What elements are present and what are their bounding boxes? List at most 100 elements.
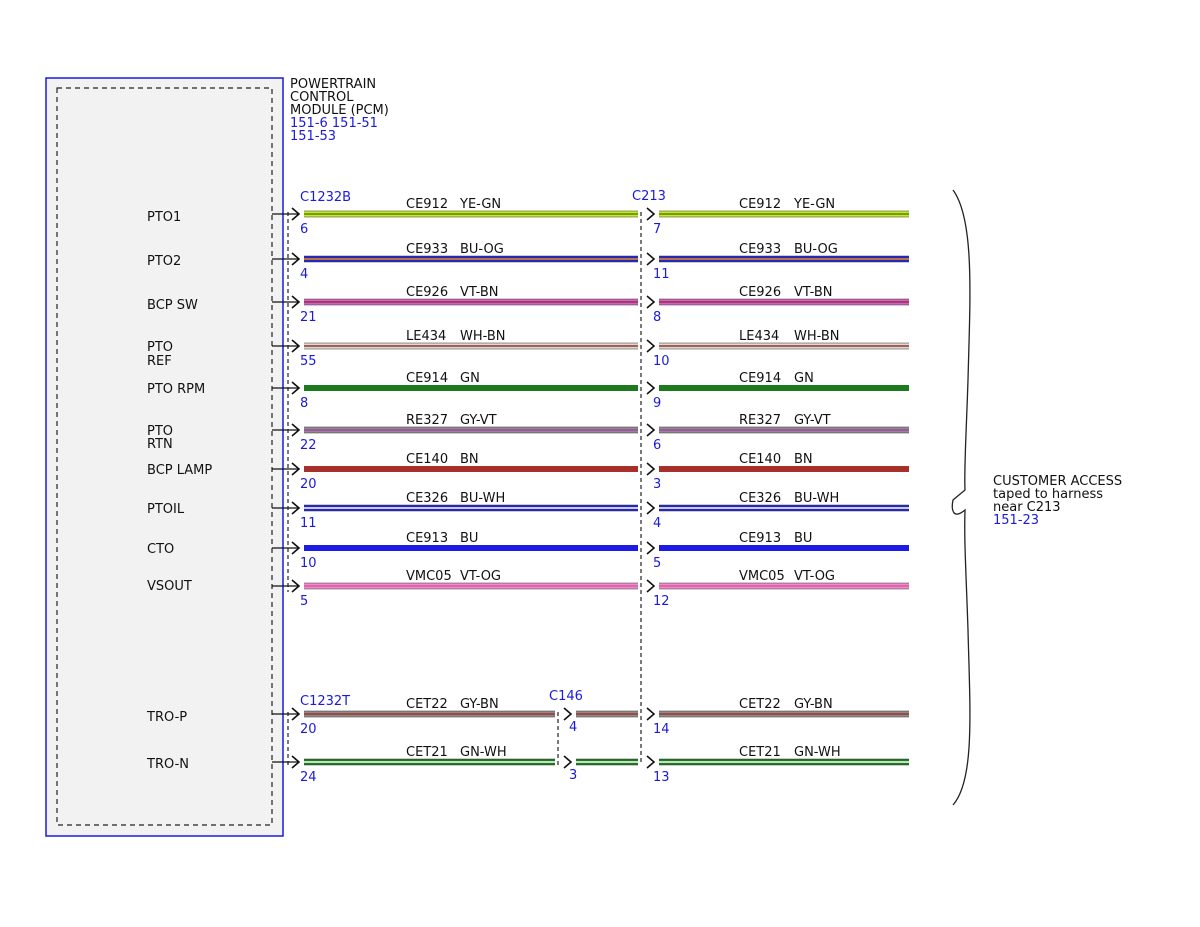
c146-arrow-icon [563, 707, 573, 721]
circuit-id-right: CE914 [739, 371, 781, 386]
wire-color-right: BU-OG [794, 242, 838, 257]
signal-label: PTO [147, 424, 173, 439]
wire-segment-pcm-c213[interactable] [304, 342, 638, 350]
pcm-name-line-1: POWERTRAIN [290, 77, 376, 92]
pin-number-pcm: 5 [300, 594, 308, 609]
connector-c146-label[interactable]: C146 [549, 689, 583, 704]
pin-number-pcm: 4 [300, 267, 308, 282]
signal-label: VSOUT [147, 579, 192, 594]
circuit-id-left: VMC05 [406, 569, 452, 584]
pin-number-c213: 8 [653, 310, 661, 325]
circuit-id-right: CET22 [739, 697, 781, 712]
wire-segment-c213-end[interactable] [659, 342, 909, 350]
circuit-id-left: CE913 [406, 531, 448, 546]
wire-segment-c213-end[interactable] [659, 426, 909, 434]
circuit-id-left: CE914 [406, 371, 448, 386]
pin-number-c213: 7 [653, 222, 661, 237]
signal-label: TRO-P [146, 710, 187, 725]
c146-arrow-icon [563, 755, 573, 769]
pin-number-c213: 14 [653, 722, 670, 737]
pcm-arrow-icon [291, 755, 301, 769]
pcm-module[interactable] [45, 77, 284, 837]
circuit-id-left: CE912 [406, 197, 448, 212]
pcm-ref-line-1[interactable]: 151-6 151-51 [290, 116, 378, 131]
pcm-ref-line-2[interactable]: 151-53 [290, 129, 336, 144]
wire-segment-pcm-c146[interactable] [304, 758, 555, 766]
pin-number-c213: 11 [653, 267, 670, 282]
customer-access-ref[interactable]: 151-23 [993, 513, 1039, 528]
pin-number-c213: 12 [653, 594, 670, 609]
wire-color-left: WH-BN [460, 329, 506, 344]
wire-segment-c213-end[interactable] [659, 255, 909, 263]
c213-arrow-icon [646, 252, 656, 266]
pcm-arrow-icon [291, 252, 301, 266]
signal-label: CTO [147, 542, 174, 557]
wire-color-right: WH-BN [794, 329, 840, 344]
pin-number-c213: 10 [653, 354, 670, 369]
signal-label: RTN [147, 437, 173, 452]
connector-c213-label[interactable]: C213 [632, 189, 666, 204]
pcm-arrow-icon [291, 541, 301, 555]
signal-label: PTO2 [147, 254, 181, 269]
wire-segment-c213-end[interactable] [659, 504, 909, 512]
wire-color-left: GY-VT [460, 413, 497, 428]
signal-label: PTO [147, 340, 173, 355]
circuit-id-left: CET21 [406, 745, 448, 760]
pin-number-pcm: 8 [300, 396, 308, 411]
wire-color-right: VT-BN [794, 285, 833, 300]
pin-number-c146: 4 [569, 720, 577, 735]
pcm-outer-border [45, 77, 284, 837]
wire-segment-pcm-c213[interactable] [304, 298, 638, 306]
pin-number-pcm: 21 [300, 310, 317, 325]
wire-segment-pcm-c213[interactable] [304, 426, 638, 434]
circuit-id-left: RE327 [406, 413, 448, 428]
pin-number-c213: 6 [653, 438, 661, 453]
wire-color-right: GN-WH [794, 745, 841, 760]
wire-color-left: BU [460, 531, 478, 546]
pcm-name-line-2: CONTROL [290, 90, 354, 105]
circuit-id-right: LE434 [739, 329, 779, 344]
wire-segment-pcm-c146[interactable] [304, 710, 555, 718]
signal-label: PTO RPM [147, 382, 205, 397]
signal-label: REF [147, 354, 172, 369]
wire-segment-c213-end[interactable] [659, 298, 909, 306]
pin-number-c213: 9 [653, 396, 661, 411]
circuit-id-right: VMC05 [739, 569, 785, 584]
circuit-id-right: CE933 [739, 242, 781, 257]
pcm-arrow-icon [291, 462, 301, 476]
wire-segment-pcm-c213[interactable] [304, 504, 638, 512]
wire-color-right: BN [794, 452, 813, 467]
pin-number-pcm: 22 [300, 438, 317, 453]
wire-segment-c213-end[interactable] [659, 582, 909, 590]
c213-arrow-icon [646, 707, 656, 721]
wire-color-left: VT-OG [460, 569, 501, 584]
wire-segment-c213-end[interactable] [659, 710, 909, 718]
wire-segment-pcm-c213[interactable] [304, 210, 638, 218]
wire-segment-pcm-c213[interactable] [304, 255, 638, 263]
wire-segment-c146-c213[interactable] [576, 758, 638, 766]
wire-segment-c213-end[interactable] [659, 210, 909, 218]
pin-number-c213: 4 [653, 516, 661, 531]
pin-number-pcm: 11 [300, 516, 317, 531]
wire-color-left: GY-BN [460, 697, 499, 712]
wire-segment-c146-c213[interactable] [576, 710, 638, 718]
c213-arrow-icon [646, 207, 656, 221]
connector-c1232b-label[interactable]: C1232B [300, 190, 351, 205]
wire-color-right: BU [794, 531, 812, 546]
circuit-id-right: CE926 [739, 285, 781, 300]
wire-segment-c213-end[interactable] [659, 758, 909, 766]
wire-segment-pcm-c213[interactable] [304, 582, 638, 590]
connector-c1232t-label[interactable]: C1232T [300, 694, 350, 709]
pcm-arrow-icon [291, 501, 301, 515]
signal-label: TRO-N [146, 757, 189, 772]
